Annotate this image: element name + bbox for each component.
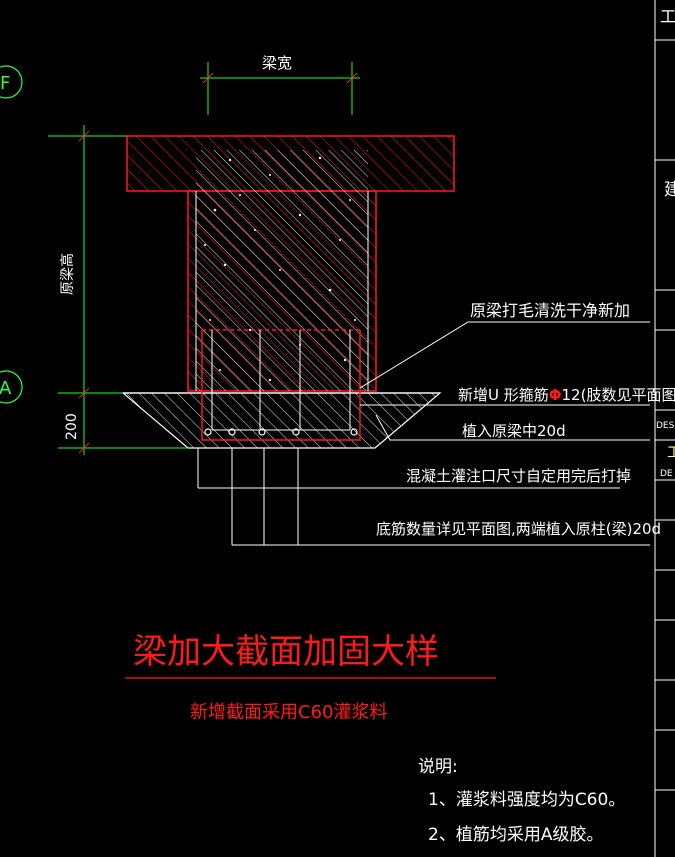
callout-embed: 植入原梁中20d [462,422,566,440]
axis-bubble-f: F [0,65,23,99]
title-block-char-low: 工 [667,445,675,461]
dimension-beam-width [200,62,360,115]
svg-text:A: A [0,378,12,399]
callout-surface-prep: 原梁打毛清洗干净新加 [470,301,630,320]
title-block [654,0,675,857]
original-beam-web [187,150,377,392]
svg-text:F: F [0,73,10,94]
drawing-subtitle: 新增截面采用C60灌浆料 [190,702,387,723]
callout-grout-port: 混凝土灌注口尺寸自定用完后打掉 [406,467,631,485]
title-block-label-b: DE [660,469,673,479]
callout-leaders [198,321,650,546]
callout-bottom-bars: 底筋数量详见平面图,两端植入原柱(梁)20d [376,520,661,538]
axis-bubble-a: A [0,370,23,404]
dimension-left [48,125,188,455]
u-stirrup [201,329,361,441]
title-block-char-mid: 建 [664,180,675,200]
original-beam-height-label: 原梁高 [59,253,76,295]
drawing-title: 梁加大截面加固大样 [133,632,439,672]
grout-port-lines [197,448,299,545]
title-block-label-a: DESI [656,421,675,431]
inner-rebar-lines [211,330,351,431]
notes-item-2: 2、植筋均采用A级胶。 [428,825,603,845]
new-section-depth-label: 200 [64,413,80,440]
notes-heading: 说明: [418,757,458,777]
notes-item-1: 1、灌浆料强度均为C60。 [428,790,625,810]
callout-u-stirrup: 新增U 形箍筋Φ12(肢数见平面图 [458,386,675,404]
title-block-char-top: 工 [660,7,675,26]
bottom-bars [204,428,358,436]
beam-width-label: 梁宽 [262,54,292,72]
grade-symbol: Φ [549,386,562,404]
